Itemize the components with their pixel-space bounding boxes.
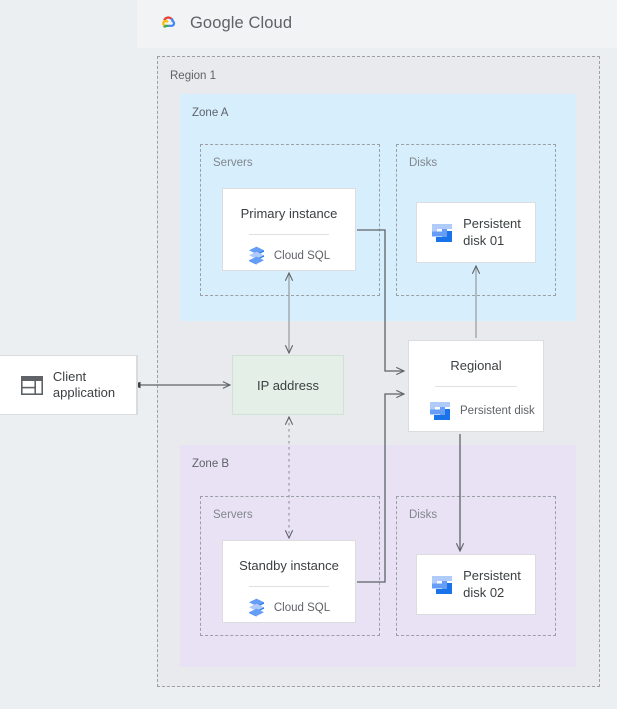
disks-group-label-a: Disks [409, 157, 438, 169]
standby-instance-title: Standby instance [239, 558, 339, 573]
node-standby-instance[interactable]: Standby instance Cloud SQL [222, 540, 356, 623]
standby-instance-divider [249, 586, 329, 587]
persistent-disk-icon [430, 402, 450, 420]
client-application-label: Client application [53, 369, 115, 402]
primary-instance-subtitle-row: Cloud SQL [223, 246, 355, 265]
disks-group-label-b: Disks [409, 509, 438, 521]
persistent-disk-01-label-line1: Persistent [463, 216, 521, 232]
regional-disk-subtitle: Persistent disk [460, 405, 535, 417]
node-regional-persistent-disk[interactable]: Regional Persistent disk [408, 340, 544, 432]
logo-wordmark: Google Cloud [190, 14, 292, 33]
cloud-sql-icon [248, 598, 264, 617]
persistent-disk-02-label-line1: Persistent [463, 568, 521, 584]
client-window-icon [20, 375, 43, 395]
node-persistent-disk-01[interactable]: Persistent disk 01 [416, 202, 536, 263]
regional-disk-title: Regional [450, 358, 502, 373]
persistent-disk-icon [432, 223, 453, 242]
node-primary-instance[interactable]: Primary instance Cloud SQL [222, 188, 356, 271]
google-cloud-logo: Google Cloud [155, 14, 292, 33]
persistent-disk-01-label-line2: disk 01 [463, 232, 505, 248]
persistent-disk-icon [432, 575, 453, 594]
ip-address-label: IP address [257, 377, 319, 393]
logo-cloud-text: Cloud [248, 14, 293, 32]
client-application-label-line1: Client [52, 368, 87, 384]
primary-instance-subtitle: Cloud SQL [273, 249, 331, 262]
region-label: Region 1 [170, 70, 217, 82]
persistent-disk-02-label: Persistent disk 02 [463, 568, 521, 601]
standby-instance-subtitle-row: Cloud SQL [223, 598, 355, 617]
node-persistent-disk-02[interactable]: Persistent disk 02 [416, 554, 536, 615]
zone-b-label: Zone B [192, 458, 230, 470]
persistent-disk-01-label: Persistent disk 01 [463, 216, 521, 249]
node-client-application[interactable]: Client application [0, 355, 137, 415]
google-cloud-logo-icon [162, 16, 176, 28]
persistent-disk-02-label-line2: disk 02 [463, 584, 505, 600]
cloud-sql-icon [248, 246, 264, 265]
header-band [137, 0, 617, 48]
regional-disk-divider [435, 386, 517, 387]
logo-google-text: Google [190, 14, 244, 32]
primary-instance-divider [249, 234, 329, 235]
node-ip-address[interactable]: IP address [232, 355, 344, 415]
zone-a-label: Zone A [192, 107, 229, 119]
servers-group-label-a: Servers [213, 157, 253, 169]
client-application-label-line2: application [52, 385, 116, 400]
primary-instance-title: Primary instance [240, 206, 338, 221]
standby-instance-subtitle: Cloud SQL [273, 601, 331, 614]
regional-disk-subtitle-row: Persistent disk [409, 400, 543, 422]
servers-group-label-b: Servers [213, 509, 253, 521]
